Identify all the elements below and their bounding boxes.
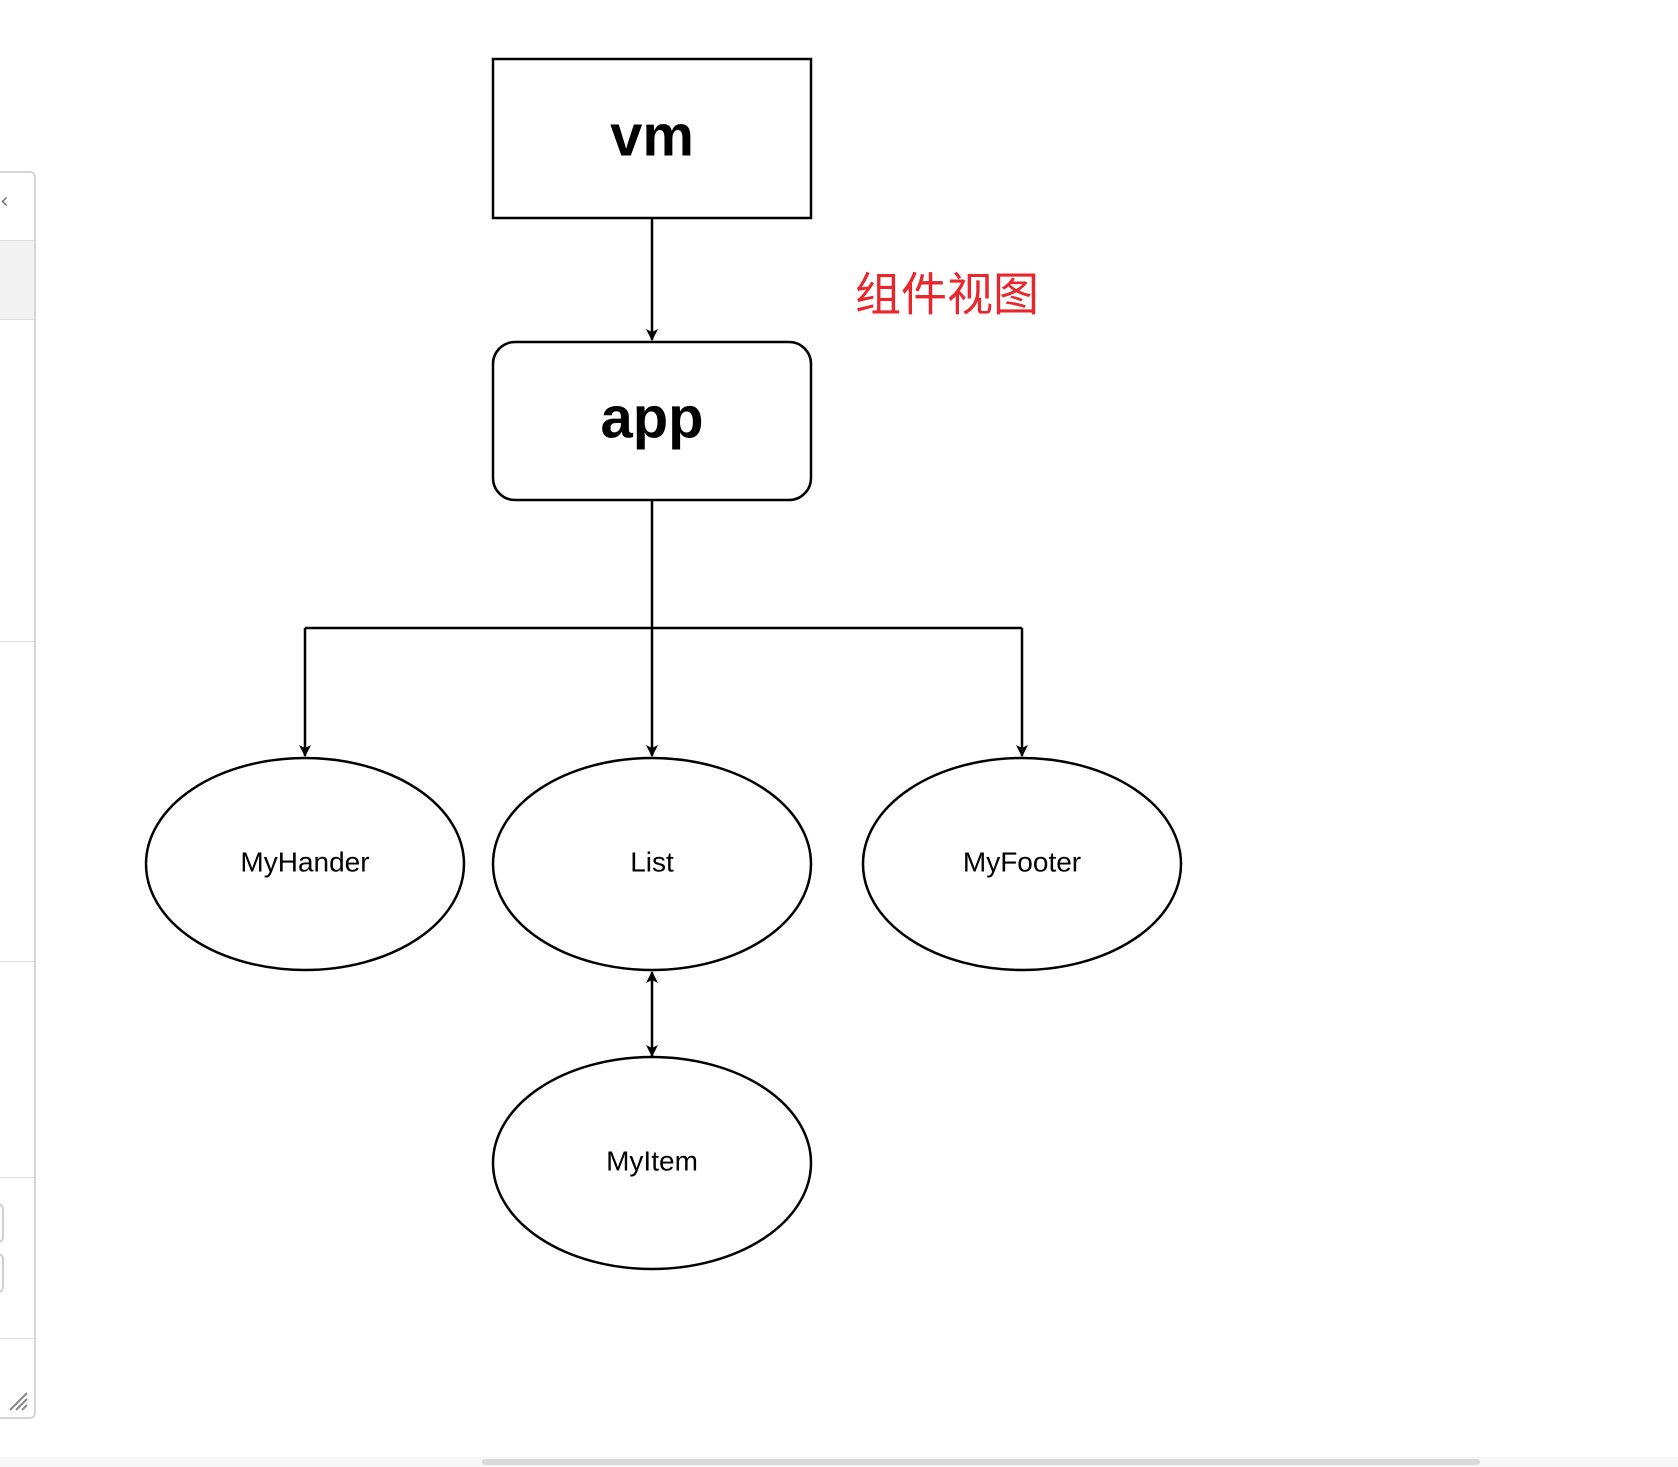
close-icon[interactable]: ‹ bbox=[0, 189, 9, 214]
side-panel-row-selected[interactable] bbox=[0, 240, 34, 320]
node-vm[interactable]: vm bbox=[491, 57, 813, 220]
node-myhander[interactable]: MyHander bbox=[144, 756, 466, 972]
side-panel-divider bbox=[0, 1338, 34, 1339]
node-app[interactable]: app bbox=[491, 340, 813, 502]
side-panel-divider bbox=[0, 641, 34, 642]
side-panel-divider bbox=[0, 961, 34, 962]
node-app-label: app bbox=[600, 385, 703, 450]
node-myitem[interactable]: MyItem bbox=[491, 1055, 813, 1271]
side-panel-divider bbox=[0, 1177, 34, 1178]
connectors bbox=[299, 218, 1028, 1057]
node-myhander-label: MyHander bbox=[240, 846, 369, 877]
node-list[interactable]: List bbox=[491, 756, 813, 972]
resize-handle-icon[interactable] bbox=[6, 1389, 28, 1411]
node-myitem-label: MyItem bbox=[606, 1145, 698, 1176]
node-list-label: List bbox=[630, 846, 674, 877]
diagram-annotation: 组件视图 bbox=[855, 268, 1039, 322]
node-myfooter[interactable]: MyFooter bbox=[861, 756, 1183, 972]
horizontal-scrollbar-thumb[interactable] bbox=[482, 1459, 1480, 1465]
node-vm-label: vm bbox=[610, 103, 694, 168]
side-panel[interactable]: ‹ bbox=[0, 171, 36, 1419]
node-myfooter-label: MyFooter bbox=[963, 846, 1081, 877]
